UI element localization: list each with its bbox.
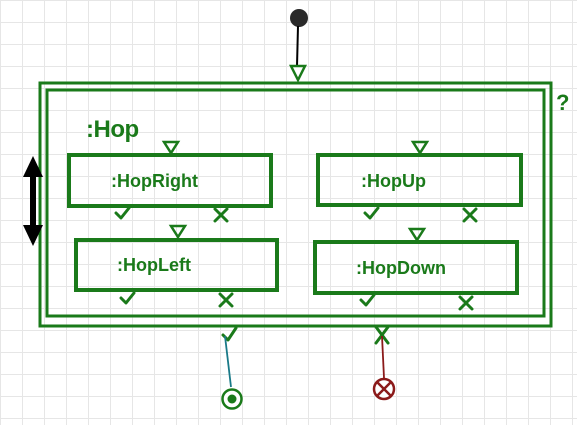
hop-cross-icon[interactable] [374, 325, 390, 345]
hopleft-inlet-icon [168, 224, 188, 240]
hopup-inlet-icon [410, 140, 430, 156]
outer-inlet-icon [288, 64, 308, 83]
hopright-check-icon[interactable] [114, 206, 131, 220]
question-mark-icon[interactable]: ? [556, 90, 570, 115]
failure-end-icon[interactable] [372, 377, 396, 401]
success-edge [224, 335, 232, 388]
hopright-label: :HopRight [111, 171, 198, 191]
hopup-node[interactable] [316, 153, 523, 207]
hopright-inlet-icon [161, 140, 181, 156]
hop-node[interactable] [38, 81, 553, 328]
hopdown-cross-icon[interactable] [458, 295, 474, 311]
hopdown-node[interactable] [313, 240, 519, 295]
start-edge [296, 25, 299, 67]
hopleft-label: :HopLeft [117, 255, 191, 275]
hopright-node[interactable] [67, 153, 273, 208]
hopright-cross-icon[interactable] [213, 207, 229, 223]
hopleft-node[interactable] [74, 238, 279, 292]
hop-node-title: :Hop [86, 116, 139, 143]
hopdown-label: :HopDown [356, 258, 446, 278]
hopdown-check-icon[interactable] [359, 293, 376, 307]
hopup-label: :HopUp [361, 171, 426, 191]
vertical-resize-icon[interactable] [23, 156, 43, 246]
success-end-icon[interactable] [221, 388, 243, 410]
hopup-cross-icon[interactable] [462, 207, 478, 223]
hopleft-check-icon[interactable] [119, 291, 136, 305]
hopdown-inlet-icon [407, 227, 427, 243]
hopleft-cross-icon[interactable] [218, 292, 234, 308]
start-dot-icon[interactable] [290, 9, 308, 27]
hopup-check-icon[interactable] [363, 206, 380, 220]
failure-edge [381, 335, 385, 379]
